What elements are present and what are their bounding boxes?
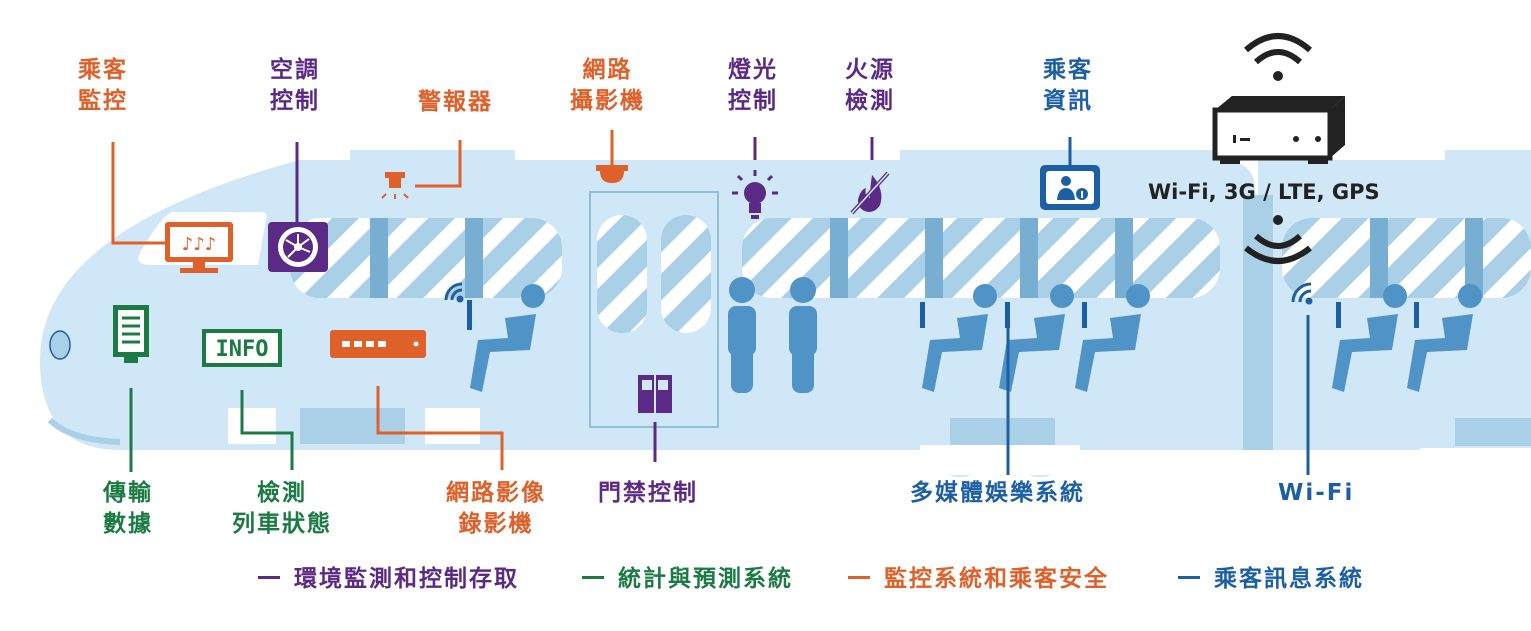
legend-item: 監控系統和乘客安全 <box>848 564 1109 594</box>
standing-passenger <box>789 277 817 393</box>
label-network-camera: 網路攝影機 <box>570 57 645 114</box>
legend-item: 乘客訊息系統 <box>1178 564 1364 594</box>
wifi-icon <box>1291 282 1313 305</box>
passenger-info-icon <box>1040 165 1100 210</box>
legend-item: 統計與預測系統 <box>582 564 793 594</box>
document-icon <box>113 305 149 363</box>
bogie-2 <box>1420 413 1531 478</box>
alarm-icon <box>381 172 409 199</box>
no-fire-icon <box>850 171 890 215</box>
label-passenger-info: 乘客資訊 <box>1043 57 1093 114</box>
seated-passenger <box>467 284 545 392</box>
door-access-icon <box>638 375 672 413</box>
wifi-icon <box>444 282 464 303</box>
label-connectivity: Wi-Fi, 3G / LTE, GPS <box>1148 180 1380 204</box>
bogie-1 <box>920 413 1080 477</box>
wifi-receive-icon <box>1244 215 1312 264</box>
window-band-1 <box>290 218 562 298</box>
legend-swatch <box>258 576 280 579</box>
legend-item: 環境監測和控制存取 <box>258 564 519 594</box>
legend-swatch <box>1178 576 1200 579</box>
info-panel-icon: INFO <box>202 329 282 367</box>
seated-passenger <box>920 284 997 392</box>
window-band-3 <box>1282 218 1531 298</box>
label-door-access: 門禁控制 <box>598 480 698 506</box>
headlight <box>49 330 71 360</box>
passenger-monitor-icon: ♪♪♪ <box>165 222 233 273</box>
nvr-device-icon <box>330 330 426 358</box>
seated-passenger <box>999 284 1074 392</box>
seated-passenger <box>1407 284 1482 392</box>
label-lighting: 燈光控制 <box>728 57 778 114</box>
label-train-status: 檢測列車狀態 <box>232 480 332 537</box>
wifi-broadcast-icon <box>1244 33 1312 81</box>
label-nvr: 網路影像錄影機 <box>446 480 546 537</box>
label-passenger-monitor: 乘客監控 <box>78 57 128 114</box>
label-air-con: 空調控制 <box>270 57 320 114</box>
camera-icon <box>596 165 628 183</box>
label-alarm: 警報器 <box>418 89 493 115</box>
label-transmission: 傳輸數據 <box>103 480 153 537</box>
standing-passenger <box>728 277 756 393</box>
router-icon <box>1212 96 1345 164</box>
legend-swatch <box>582 576 604 579</box>
legend-swatch <box>848 576 870 579</box>
seated-passenger <box>1075 284 1150 392</box>
seated-passenger <box>1332 284 1407 392</box>
window-band-2 <box>742 218 1220 298</box>
svg-text:♪♪♪: ♪♪♪ <box>182 234 216 255</box>
label-wifi: Wi-Fi <box>1278 480 1355 506</box>
lightbulb-icon <box>732 170 778 219</box>
label-multimedia: 多媒體娛樂系統 <box>910 480 1085 506</box>
info-panel-text: INFO <box>216 337 269 362</box>
fan-icon <box>268 222 328 272</box>
label-fire-detect: 火源檢測 <box>845 57 895 114</box>
